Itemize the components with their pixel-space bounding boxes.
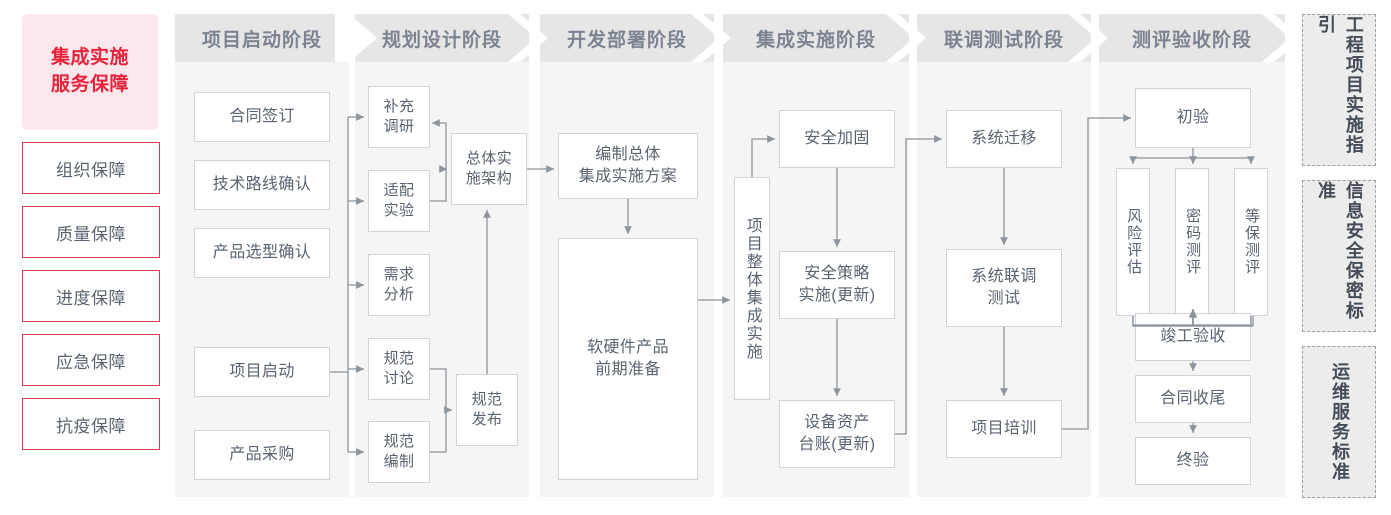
guideline-engineering-project-implementation-label: 工程项目实施指引 — [1316, 15, 1364, 155]
guarantee-item-organization[interactable]: 组织保障 — [22, 142, 160, 194]
node-adaptation-experiment[interactable]: 适配 实验 — [368, 170, 430, 232]
node-overall-implementation-architecture-line2: 施架构 — [465, 170, 513, 187]
node-equipment-asset-ledger-line2: 台账(更新) — [798, 436, 876, 453]
guideline-operations-service-standard[interactable]: 运维服务标准 — [1302, 346, 1376, 498]
phase-header-2[interactable]: 规划设计阶段 — [355, 14, 529, 62]
node-adaptation-experiment-line1: 适配 — [383, 181, 415, 199]
node-standard-discussion-line2: 讨论 — [383, 370, 415, 387]
phase-header-4[interactable]: 集成实施阶段 — [723, 14, 909, 62]
node-equipment-asset-ledger[interactable]: 设备资产 台账(更新) — [779, 400, 895, 468]
guarantee-item-epidemic[interactable]: 抗疫保障 — [22, 398, 160, 450]
node-overall-implementation-architecture-line1: 总体实 — [465, 149, 513, 167]
node-overall-project-integration[interactable]: 项目整体集成实施 — [734, 177, 770, 400]
node-preliminary-acceptance[interactable]: 初验 — [1135, 88, 1251, 148]
node-draft-overall-integration-plan-line1: 编制总体 — [595, 146, 661, 164]
service-guarantee-title-line2: 服务保障 — [50, 74, 129, 95]
node-tech-route-confirm[interactable]: 技术路线确认 — [194, 160, 330, 210]
node-standard-release[interactable]: 规范 发布 — [456, 374, 518, 446]
node-supplementary-research-line2: 调研 — [383, 118, 415, 135]
node-standard-drafting-line1: 规范 — [383, 432, 415, 450]
node-standard-release-line2: 发布 — [471, 411, 503, 428]
node-final-acceptance[interactable]: 终验 — [1135, 437, 1251, 485]
guarantee-item-schedule[interactable]: 进度保障 — [22, 270, 160, 322]
node-overall-implementation-architecture[interactable]: 总体实 施架构 — [451, 133, 527, 205]
node-hardware-software-preparation[interactable]: 软硬件产品 前期准备 — [558, 238, 698, 480]
service-guarantee-panel: 集成实施 服务保障 组织保障 质量保障 进度保障 应急保障 抗疫保障 — [22, 14, 160, 450]
node-system-joint-debug-test[interactable]: 系统联调 测试 — [946, 249, 1062, 327]
node-standard-discussion[interactable]: 规范 讨论 — [368, 338, 430, 400]
node-system-joint-debug-test-line2: 测试 — [987, 290, 1021, 307]
node-requirement-analysis-line1: 需求 — [383, 265, 415, 283]
guarantee-item-emergency[interactable]: 应急保障 — [22, 334, 160, 386]
node-system-migration[interactable]: 系统迁移 — [946, 110, 1062, 168]
service-guarantee-title: 集成实施 服务保障 — [22, 14, 158, 130]
node-equipment-asset-ledger-line1: 设备资产 — [804, 414, 870, 432]
phase-header-5[interactable]: 联调测试阶段 — [917, 14, 1091, 62]
phase-header-3[interactable]: 开发部署阶段 — [540, 14, 714, 62]
node-hardware-software-preparation-line1: 软硬件产品 — [586, 339, 669, 357]
guideline-information-security-confidentiality[interactable]: 信息安全保密标准 — [1302, 180, 1376, 332]
node-cryptography-evaluation[interactable]: 密码测评 — [1175, 168, 1209, 316]
guarantee-item-quality[interactable]: 质量保障 — [22, 206, 160, 258]
guideline-engineering-project-implementation[interactable]: 工程项目实施指引 — [1302, 14, 1376, 166]
node-standard-drafting[interactable]: 规范 编制 — [368, 421, 430, 483]
node-standard-release-line1: 规范 — [471, 390, 503, 408]
node-project-training[interactable]: 项目培训 — [946, 400, 1062, 458]
guideline-information-security-confidentiality-label: 信息安全保密标准 — [1316, 181, 1364, 321]
phase-header-1[interactable]: 项目启动阶段 — [175, 14, 349, 62]
node-draft-overall-integration-plan[interactable]: 编制总体 集成实施方案 — [558, 133, 698, 199]
node-product-procurement[interactable]: 产品采购 — [194, 430, 330, 480]
node-classified-protection-evaluation[interactable]: 等保测评 — [1234, 168, 1268, 316]
node-supplementary-research-line1: 补充 — [383, 97, 415, 115]
node-security-policy-implementation[interactable]: 安全策略 实施(更新) — [779, 251, 895, 319]
node-risk-assessment[interactable]: 风险评估 — [1116, 168, 1150, 316]
node-contract-signing[interactable]: 合同签订 — [194, 92, 330, 142]
service-guarantee-title-line1: 集成实施 — [50, 47, 129, 69]
node-hardware-software-preparation-line2: 前期准备 — [595, 361, 661, 378]
node-system-joint-debug-test-line1: 系统联调 — [971, 268, 1037, 286]
node-security-policy-implementation-line1: 安全策略 — [804, 265, 870, 283]
guideline-operations-service-standard-label: 运维服务标准 — [1329, 362, 1350, 482]
node-standard-drafting-line2: 编制 — [383, 453, 415, 470]
node-requirement-analysis-line2: 分析 — [383, 286, 415, 303]
node-supplementary-research[interactable]: 补充 调研 — [368, 86, 430, 148]
node-contract-closure[interactable]: 合同收尾 — [1135, 375, 1251, 423]
node-project-kickoff[interactable]: 项目启动 — [194, 347, 330, 397]
node-standard-discussion-line1: 规范 — [383, 349, 415, 367]
node-adaptation-experiment-line2: 实验 — [383, 202, 415, 219]
node-draft-overall-integration-plan-line2: 集成实施方案 — [578, 168, 678, 185]
phase-header-6[interactable]: 测评验收阶段 — [1099, 14, 1285, 62]
node-completion-acceptance[interactable]: 竣工验收 — [1135, 313, 1251, 361]
node-security-policy-implementation-line2: 实施(更新) — [798, 287, 876, 304]
node-security-hardening[interactable]: 安全加固 — [779, 110, 895, 168]
node-requirement-analysis[interactable]: 需求 分析 — [368, 254, 430, 316]
node-product-selection-confirm[interactable]: 产品选型确认 — [194, 228, 330, 278]
